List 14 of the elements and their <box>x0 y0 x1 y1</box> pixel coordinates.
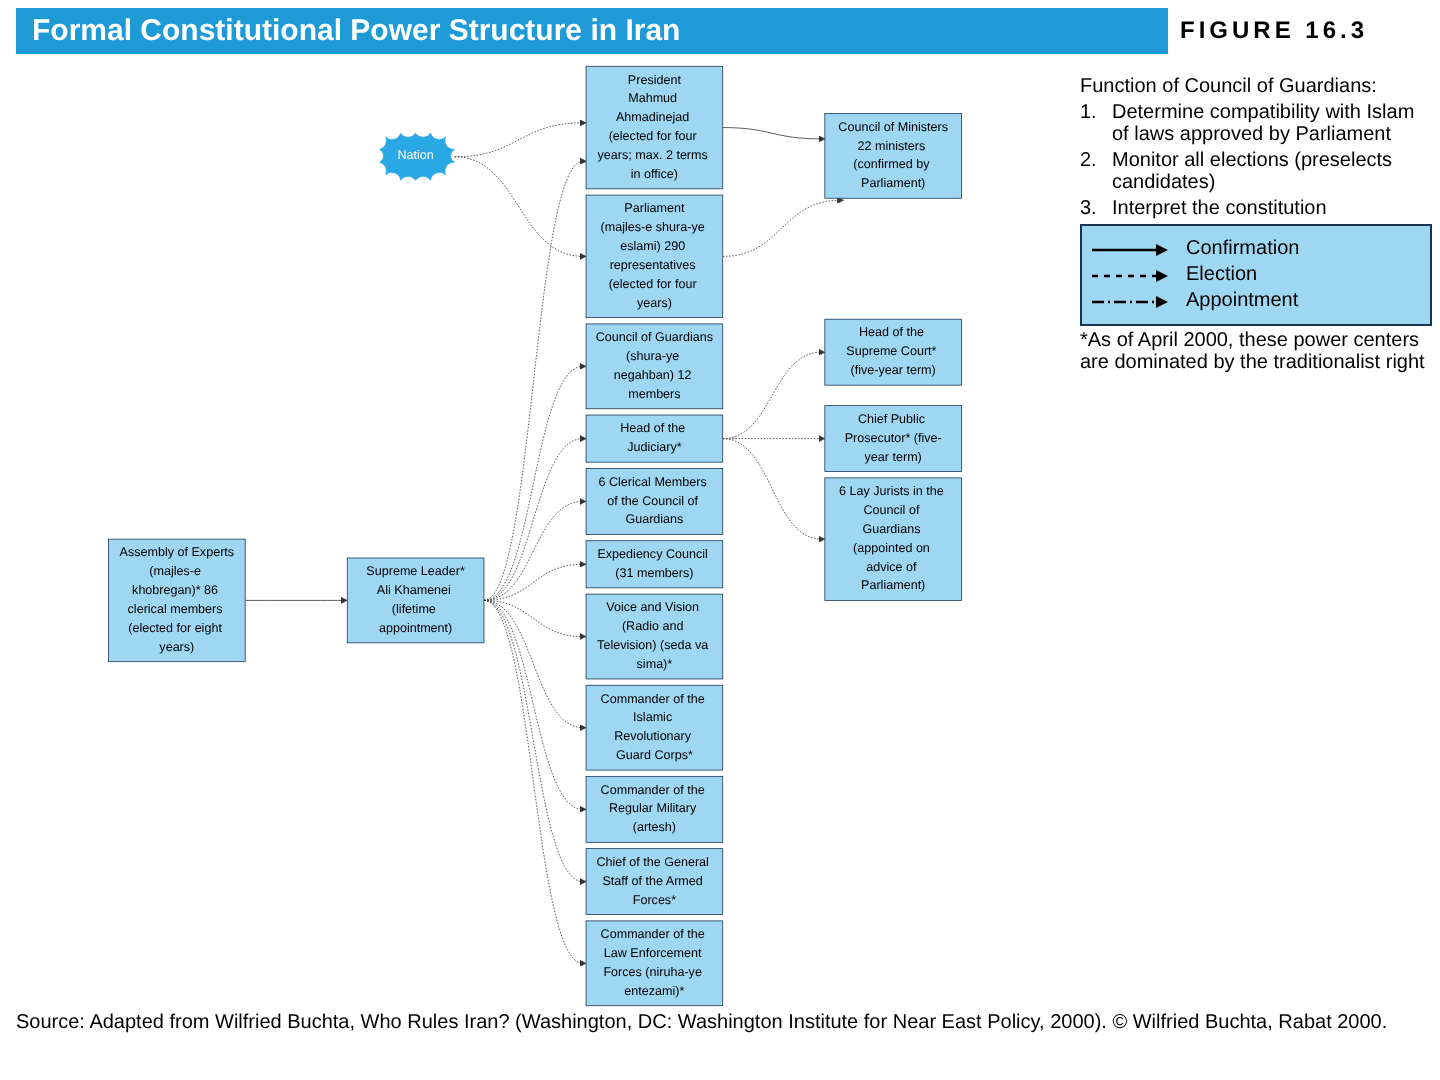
legend-label: Appointment <box>1186 290 1299 312</box>
legend-label: Election <box>1186 264 1258 286</box>
source-caption: Source: Adapted from Wilfried Buchta, Who Rules Iran? (Washington, DC: Washington Institute for Near East Policy, 2000). © Wilfried Buchta, Rabat 2000. <box>16 1012 1390 1034</box>
footnote: *As of April 2000, these power centers are dominated by the traditionalist right <box>1080 330 1427 374</box>
list-number: 2. <box>1080 150 1099 176</box>
list-item-text: Monitor all elections (preselects candidates) <box>1112 150 1395 194</box>
list-number: 1. <box>1080 102 1099 128</box>
figure-number: FIGURE 16.3 <box>1180 14 1369 48</box>
list-heading: Function of Council of Guardians: <box>1080 76 1379 98</box>
list-item-text: Determine compatibility with Islam of laws approved by Parliament <box>1112 102 1417 146</box>
figure-title: Formal Constitutional Power Structure in Iran <box>16 8 1168 54</box>
list-number: 3. <box>1080 198 1099 220</box>
legend-label: Confirmation <box>1186 238 1300 260</box>
list-item-text: Interpret the constitution <box>1112 198 1327 220</box>
